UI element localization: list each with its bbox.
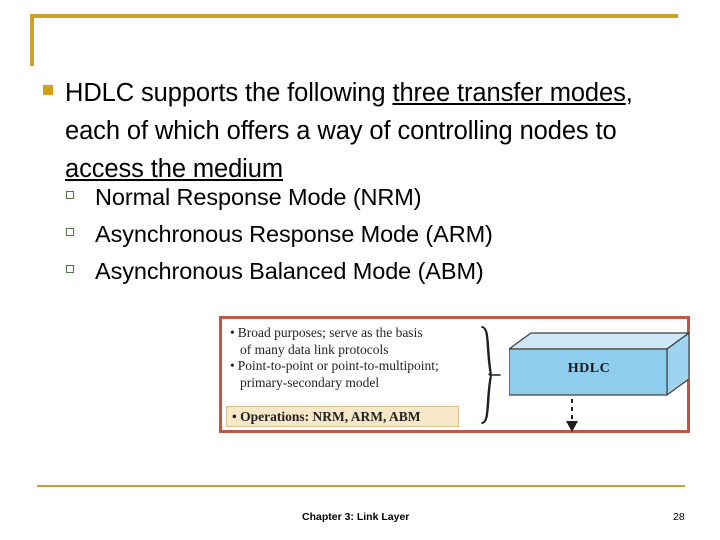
cube-label: HDLC [567,361,611,376]
figure-highlight-text: • Operations: NRM, ARM, ABM [232,409,421,424]
figure-line-text: Broad purposes; serve as the basis [237,325,423,340]
sub-bullet-label-arm: Asynchronous Response Mode (ARM) [95,221,493,247]
decorative-top-rule [30,14,678,18]
figure-line-bullet-icon: • [230,358,235,373]
curly-brace-icon [481,326,501,424]
main-bullet-line2: each of which offers a way of controllin… [65,117,617,145]
figure-highlight-band: • Operations: NRM, ARM, ABM [226,406,459,427]
figure-text-line: •Point-to-point or point-to-multipoint; [230,358,480,375]
figure-text-line: •Broad purposes; serve as the basis [230,325,480,342]
hdlc-cube-icon [509,332,689,397]
figure-line-text: of many data link protocols [240,341,389,357]
hollow-square-bullet-icon [66,228,74,236]
figure-text-line: primary-secondary model [230,375,480,392]
list-item: Normal Response Mode (NRM) [66,180,666,217]
dashed-arrow-down-icon [566,399,578,432]
figure-line-text: Point-to-point or point-to-multipoint; [237,358,439,373]
main-bullet-line3-emphasis: access the medium [65,155,283,183]
figure-bullet-text: •Broad purposes; serve as the basis of m… [230,325,480,391]
main-bullet-text: HDLC supports the following three transf… [65,74,690,188]
main-bullet-line1-suffix: , [625,79,633,107]
hollow-square-bullet-icon [66,191,74,199]
footer-page-number: 28 [673,511,685,523]
list-item: Asynchronous Balanced Mode (ABM) [66,254,666,291]
figure-line-text: primary-secondary model [240,374,380,390]
main-bullet-line1-prefix: HDLC supports the following [65,79,393,107]
sub-bullet-list: Normal Response Mode (NRM) Asynchronous … [66,180,666,291]
footer-chapter-title: Chapter 3: Link Layer [302,511,410,523]
filled-square-bullet-icon [43,85,53,95]
main-bullet-line1-emphasis: three transfer modes [392,79,626,107]
hdlc-figure-panel: •Broad purposes; serve as the basis of m… [219,316,690,433]
decorative-bottom-rule [37,485,685,487]
sub-bullet-label-nrm: Normal Response Mode (NRM) [95,184,422,210]
sub-bullet-label-abm: Asynchronous Balanced Mode (ABM) [95,258,484,284]
main-bullet-item: HDLC supports the following three transf… [40,74,690,188]
figure-text-line: of many data link protocols [230,342,480,359]
hollow-square-bullet-icon [66,265,74,273]
list-item: Asynchronous Response Mode (ARM) [66,217,666,254]
figure-line-bullet-icon: • [230,325,235,340]
decorative-left-rule [30,14,34,66]
